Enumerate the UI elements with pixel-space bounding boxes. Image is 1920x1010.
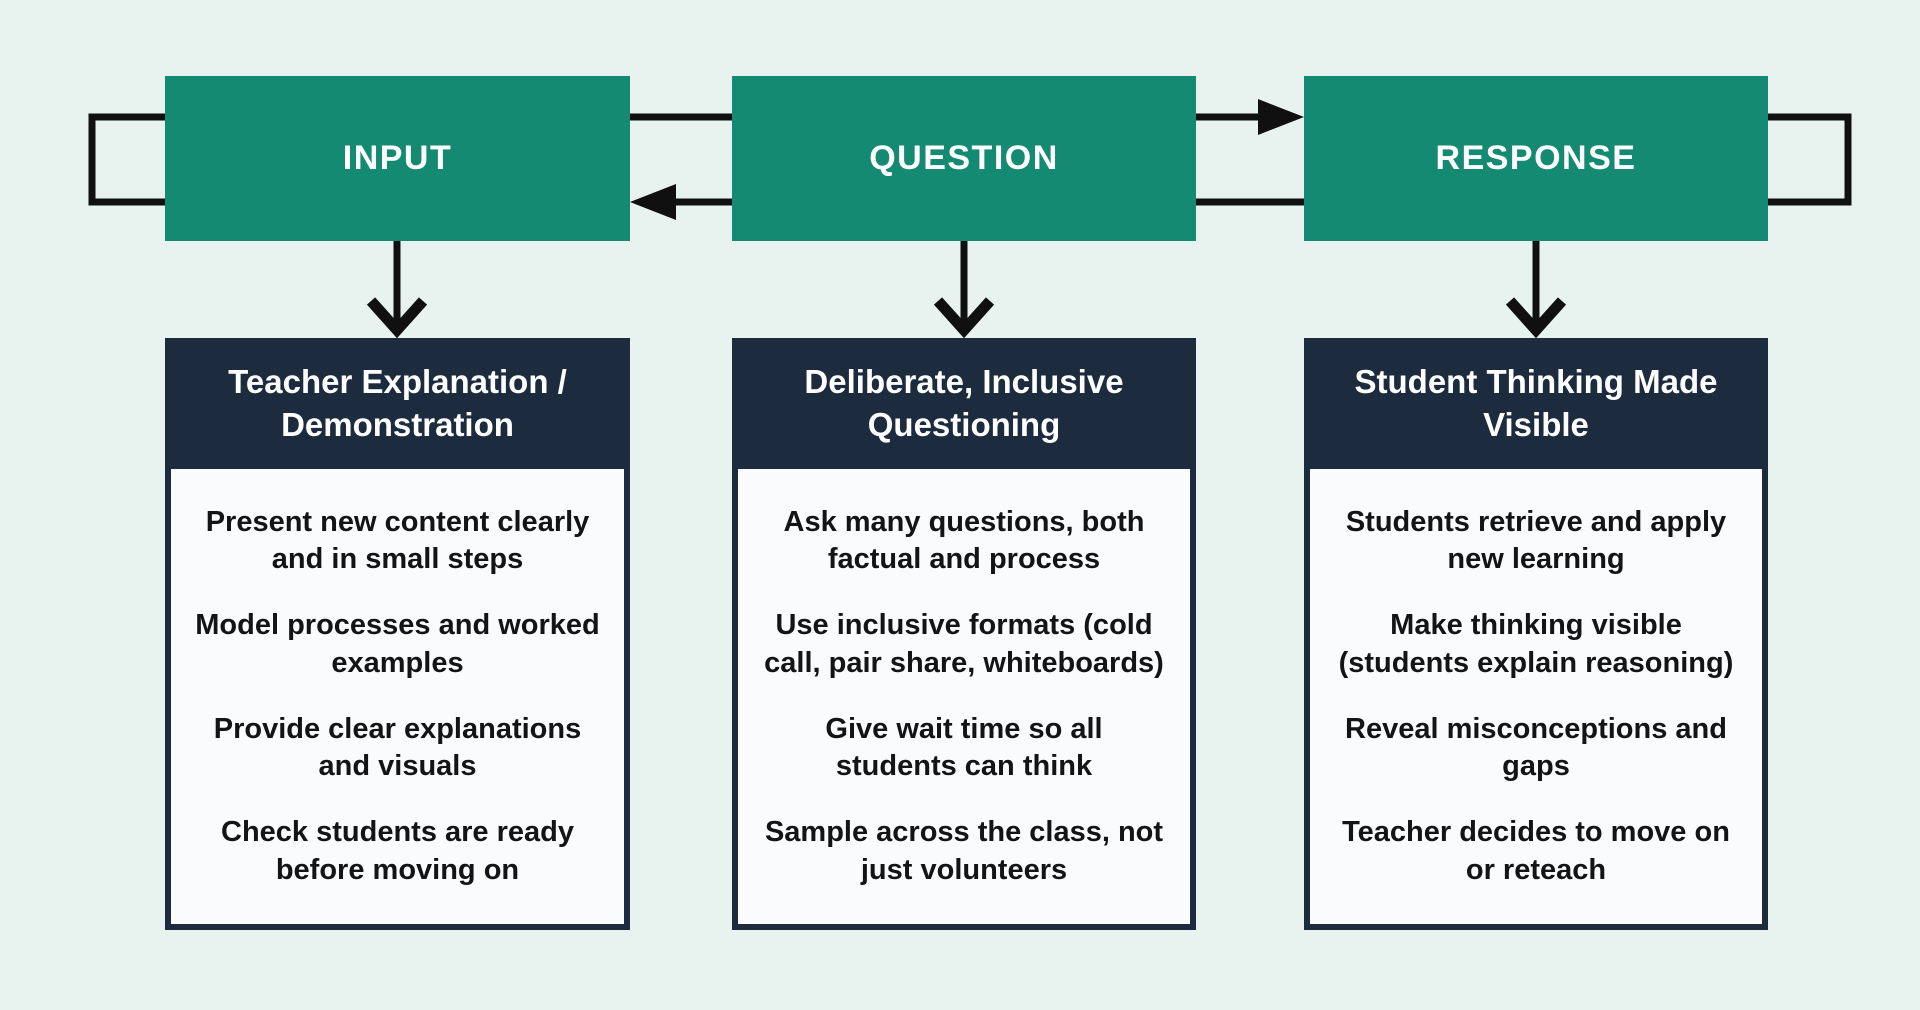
node-input-label: INPUT [342, 139, 453, 177]
card-item: Present new content clearly and in small… [205, 505, 590, 576]
card-item: Ask many questions, both factual and pro… [783, 505, 1145, 576]
card-body: Ask many questions, both factual and pro… [738, 469, 1190, 924]
card-teacher-explanation: Teacher Explanation / Demonstration Pres… [165, 338, 630, 930]
node-question-label: QUESTION [869, 139, 1059, 177]
node-response-label: RESPONSE [1435, 139, 1637, 177]
card-body: Present new content clearly and in small… [171, 469, 624, 924]
card-item: Make thinking visible (students explain … [1338, 609, 1734, 679]
card-item: Reveal misconceptions and gaps [1345, 712, 1727, 783]
down-arrow-question-icon [933, 241, 995, 339]
card-title: Deliberate, Inclusive Questioning [804, 363, 1124, 443]
down-arrow-response-icon [1505, 241, 1567, 339]
down-arrow-input-icon [366, 241, 428, 339]
card-item: Use inclusive formats (cold call, pair s… [764, 609, 1164, 679]
card-title: Student Thinking Made Visible [1354, 363, 1718, 443]
card-item: Give wait time so all students can think [825, 712, 1103, 783]
card-deliberate-questioning: Deliberate, Inclusive Questioning Ask ma… [732, 338, 1196, 930]
loop-left-icon [88, 113, 165, 206]
bottom-arrow-question-input-icon [630, 184, 732, 220]
node-response: RESPONSE [1304, 76, 1768, 241]
card-item: Sample across the class, not just volunt… [764, 815, 1164, 886]
node-question: QUESTION [732, 76, 1196, 241]
loop-right-icon [1768, 113, 1852, 206]
top-arrow-question-response-icon [1196, 99, 1304, 135]
card-title: Teacher Explanation / Demonstration [228, 363, 567, 443]
card-item: Model processes and worked examples [195, 609, 600, 679]
node-input: INPUT [165, 76, 630, 241]
card-item: Students retrieve and apply new learning [1345, 505, 1727, 576]
card-item: Check students are ready before moving o… [221, 815, 574, 886]
card-student-thinking: Student Thinking Made Visible Students r… [1304, 338, 1768, 930]
card-body: Students retrieve and apply new learning… [1310, 469, 1762, 924]
card-item: Teacher decides to move on or reteach [1342, 815, 1730, 886]
card-item: Provide clear explanations and visuals [213, 712, 582, 783]
